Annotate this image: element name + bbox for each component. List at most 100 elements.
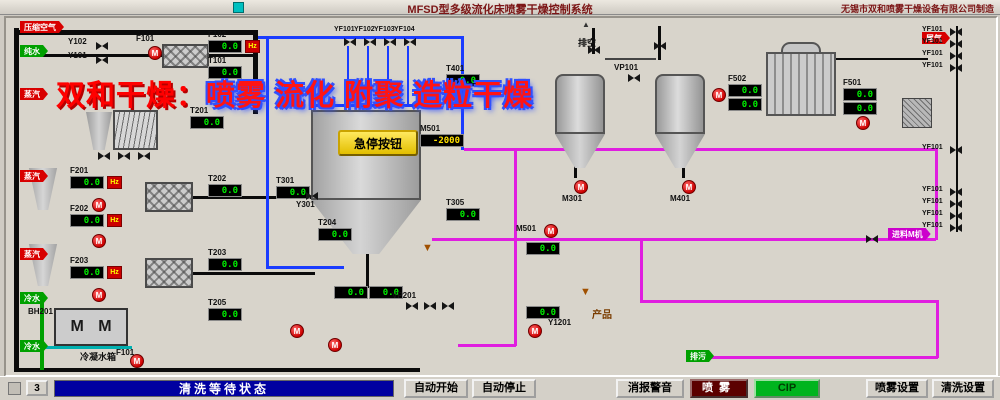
- pump-icon[interactable]: M: [328, 338, 342, 352]
- valve-icon[interactable]: [950, 146, 962, 154]
- watermark-slogan: 喷雾 流化 附聚 造粒干燥: [206, 80, 534, 112]
- text-label: YF102: [354, 26, 375, 33]
- pipe: [16, 368, 420, 372]
- pipe: [258, 36, 464, 39]
- text-label: YF101: [922, 26, 943, 33]
- pipe: [367, 46, 369, 104]
- text-label: YF103: [374, 26, 395, 33]
- valve-icon[interactable]: [98, 152, 110, 160]
- valve-icon[interactable]: [118, 152, 130, 160]
- system-menu-icon[interactable]: [8, 382, 21, 395]
- pipe: [366, 252, 369, 288]
- display-tag: T201: [190, 106, 209, 115]
- valve-icon[interactable]: [950, 224, 962, 232]
- text-label: Y101: [68, 51, 87, 60]
- display-T203: 0.0: [208, 258, 242, 271]
- valve-icon[interactable]: [404, 38, 416, 46]
- valve-icon[interactable]: [950, 200, 962, 208]
- emergency-stop-button[interactable]: 急停按钮: [338, 130, 418, 156]
- text-label: BH201: [28, 307, 53, 316]
- valve-icon[interactable]: [384, 38, 396, 46]
- bed-heater-2: [145, 258, 193, 288]
- valve-icon[interactable]: [406, 302, 418, 310]
- text-label: YF101: [334, 26, 355, 33]
- pump-icon[interactable]: M: [92, 288, 106, 302]
- cyclone-2-body: [655, 74, 705, 134]
- valve-icon[interactable]: [950, 40, 962, 48]
- valve-icon[interactable]: [96, 42, 108, 50]
- valve-icon[interactable]: [138, 152, 150, 160]
- display-T301: 0.0: [276, 186, 310, 199]
- pump-icon[interactable]: M: [92, 198, 106, 212]
- valve-icon[interactable]: [588, 46, 600, 54]
- pipe: [935, 150, 938, 240]
- text-label: 产品: [592, 310, 612, 321]
- pump-icon[interactable]: M: [528, 324, 542, 338]
- pump-icon[interactable]: M: [574, 180, 588, 194]
- valve-icon[interactable]: [654, 42, 666, 50]
- display-tag: F201: [70, 166, 89, 175]
- auto-stop-button[interactable]: 自动停止: [472, 379, 536, 398]
- control-bar: 3 清洗等待状态 自动开始 自动停止 消报警音 喷雾 CIP 喷雾设置 清洗设置: [0, 376, 1000, 400]
- pipe: [682, 166, 685, 178]
- title-icon: [233, 2, 244, 13]
- pipe: [14, 30, 258, 35]
- bag-filter: [113, 110, 158, 150]
- pump-icon[interactable]: M: [148, 46, 162, 60]
- auto-start-button[interactable]: 自动开始: [404, 379, 468, 398]
- text-label: Y102: [68, 37, 87, 46]
- valve-icon[interactable]: [364, 38, 376, 46]
- watermark: 双和干燥：喷雾 流化 附聚 造粒干燥: [56, 72, 533, 114]
- pump-icon[interactable]: M: [856, 116, 870, 130]
- valve-icon[interactable]: [866, 235, 878, 243]
- flow-label: 蒸汽: [20, 170, 48, 182]
- pipe: [464, 148, 938, 151]
- display-value: 0.0: [334, 286, 368, 299]
- pipe: [40, 54, 166, 57]
- valve-icon[interactable]: [950, 212, 962, 220]
- pipe: [640, 240, 643, 302]
- spray-button[interactable]: 喷雾: [690, 379, 748, 398]
- valve-icon[interactable]: [950, 28, 962, 36]
- pump-icon[interactable]: M: [712, 88, 726, 102]
- valve-icon[interactable]: [442, 302, 454, 310]
- spray-settings-button[interactable]: 喷雾设置: [866, 379, 928, 398]
- pump-icon[interactable]: M: [682, 180, 696, 194]
- valve-icon[interactable]: [628, 74, 640, 82]
- pump-icon[interactable]: M: [92, 234, 106, 248]
- feed-tank: M M: [54, 308, 128, 346]
- valve-icon[interactable]: [950, 52, 962, 60]
- pipe: [193, 196, 313, 199]
- display-T305: 0.0: [446, 208, 480, 221]
- valve-icon[interactable]: [424, 302, 436, 310]
- valve-icon[interactable]: [344, 38, 356, 46]
- flow-label: 冷水: [20, 340, 48, 352]
- pipe: [14, 28, 19, 372]
- mute-alarm-button[interactable]: 消报警音: [616, 379, 684, 398]
- pipe: [266, 266, 344, 269]
- valve-icon[interactable]: [950, 188, 962, 196]
- pump-icon[interactable]: M: [130, 354, 144, 368]
- display-tag: F501: [843, 78, 862, 87]
- cip-button[interactable]: CIP: [754, 379, 820, 398]
- text-label: YF101: [922, 198, 943, 205]
- pipe: [40, 294, 44, 370]
- drying-tower-cone: [311, 200, 421, 254]
- display-T202: 0.0: [208, 184, 242, 197]
- flow-label: 蒸汽: [20, 88, 48, 100]
- valve-icon[interactable]: [96, 56, 108, 64]
- cyclone-1-body: [555, 74, 605, 134]
- pipe: [688, 356, 938, 359]
- clean-settings-button[interactable]: 清洗设置: [932, 379, 994, 398]
- valve-icon[interactable]: [950, 64, 962, 72]
- flow-label: 压缩空气: [20, 21, 64, 33]
- display-tag: T202: [208, 174, 227, 183]
- pipe: [956, 26, 958, 232]
- pump-icon[interactable]: M: [544, 224, 558, 238]
- text-label: YF101: [922, 222, 943, 229]
- page-number[interactable]: 3: [26, 380, 48, 396]
- valve-icon[interactable]: [306, 192, 318, 200]
- flow-label: 进料M机: [888, 228, 931, 240]
- pump-icon[interactable]: M: [290, 324, 304, 338]
